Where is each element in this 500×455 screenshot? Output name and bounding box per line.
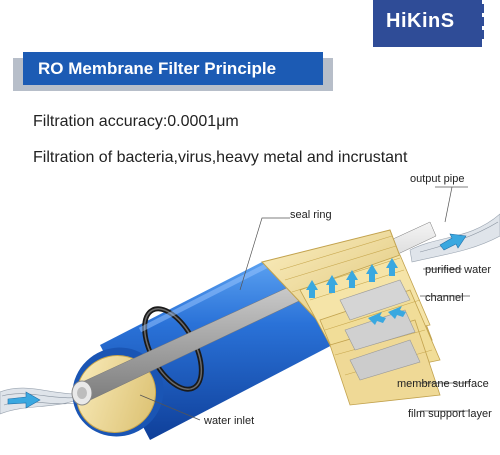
flow-arrows — [306, 258, 406, 325]
label-membrane-surface: membrane surface — [397, 378, 489, 390]
brand-logo: HiKinS — [373, 0, 482, 47]
banner-title: RO Membrane Filter Principle — [23, 52, 323, 85]
leader-lines — [139, 186, 470, 421]
label-purified-water: purified water — [425, 264, 492, 276]
inlet-arrow — [7, 391, 41, 409]
filtration-description-text: Filtration of bacteria,virus,heavy metal… — [33, 149, 408, 166]
label-output-pipe: output pipe — [410, 173, 465, 185]
outlet-arrow — [439, 233, 467, 251]
label-water-inlet: water inlet — [204, 415, 255, 427]
brand-stripe — [481, 17, 484, 26]
label-seal-ring: seal ring — [290, 209, 332, 221]
label-channel: channel — [425, 292, 464, 304]
membrane-sheets — [261, 229, 441, 406]
brand-stripe — [481, 30, 484, 39]
filtration-accuracy-text: Filtration accuracy:0.0001μm — [33, 113, 239, 130]
brand-name: HiKinS — [386, 10, 455, 32]
brand-stripe — [481, 4, 484, 13]
label-film-support-layer: film support layer — [408, 408, 492, 420]
